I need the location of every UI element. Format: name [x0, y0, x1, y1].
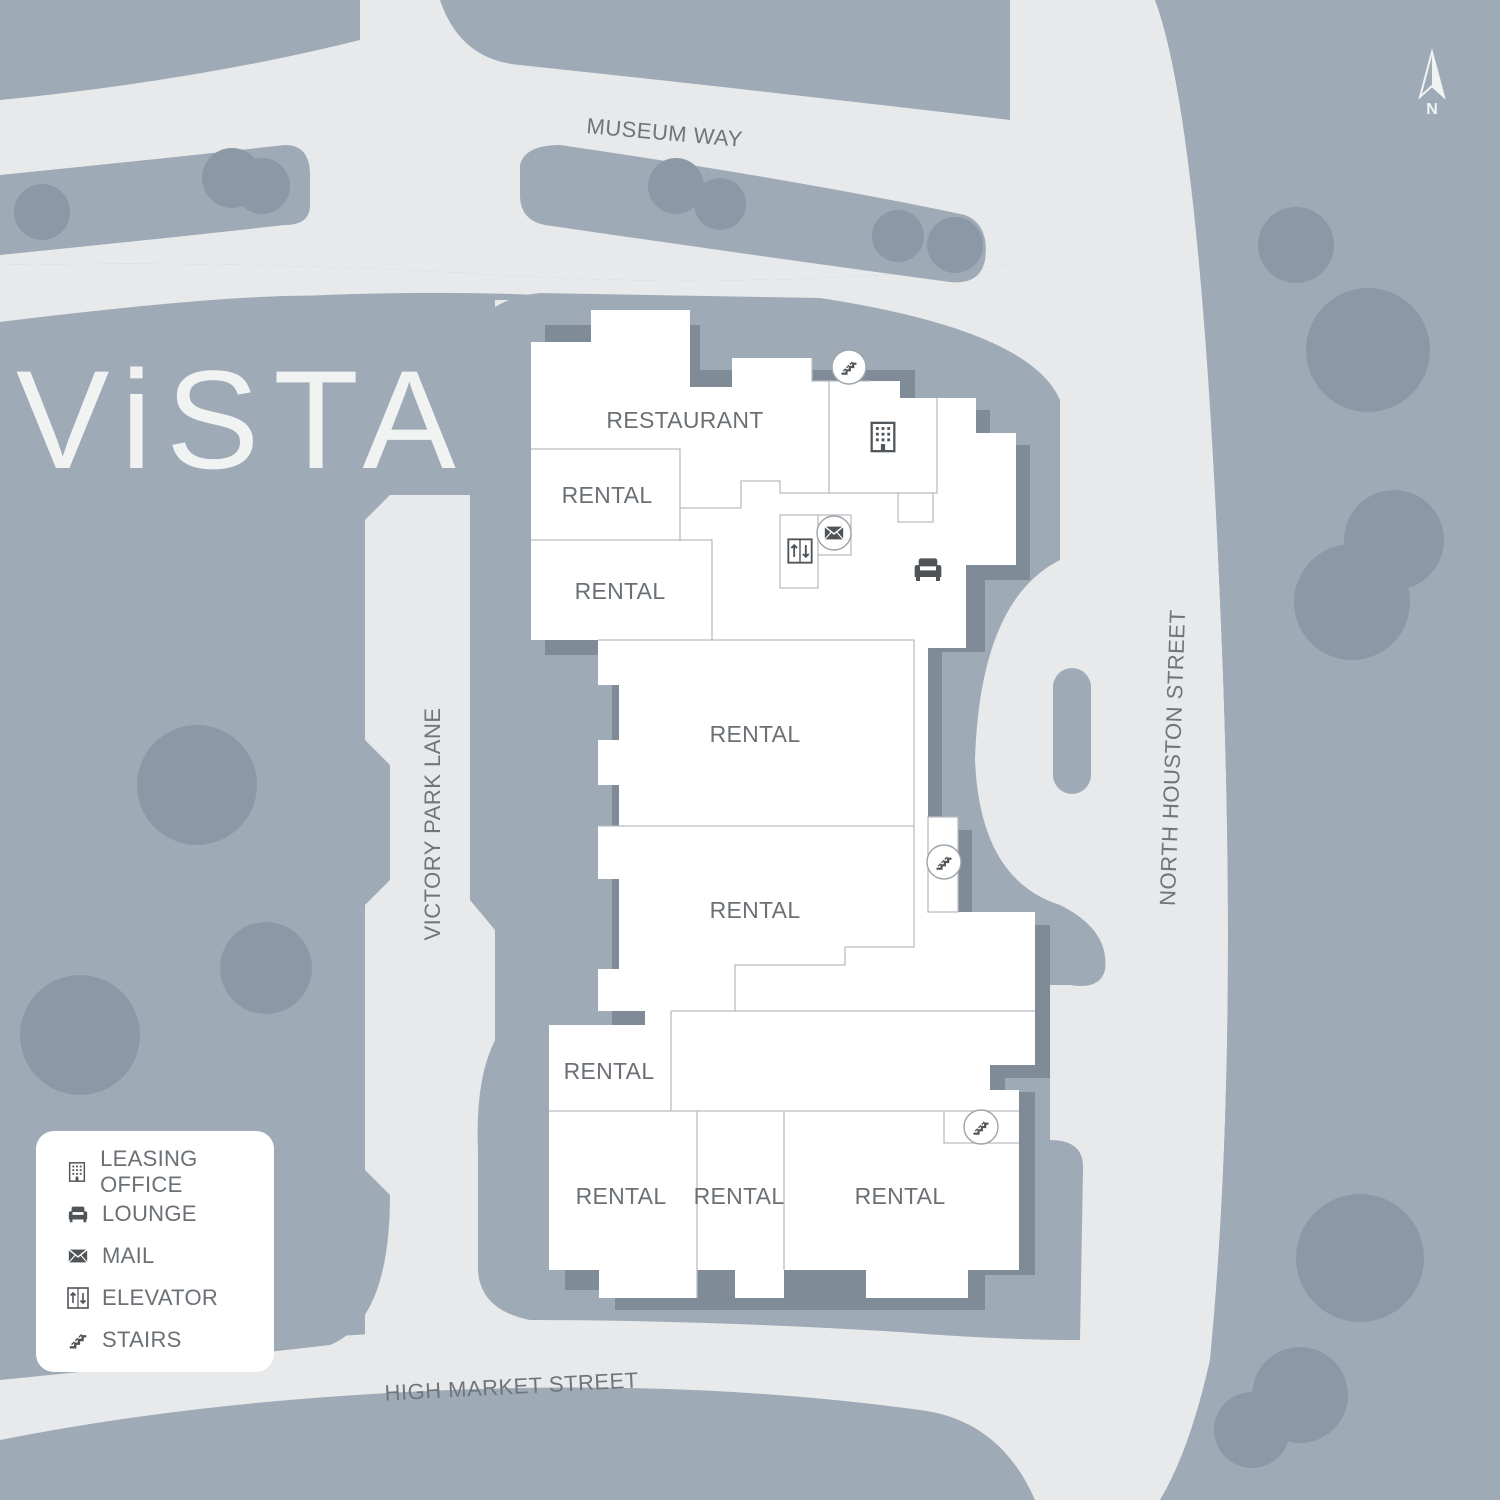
tree	[220, 922, 312, 1014]
lounge-icon	[64, 1202, 92, 1226]
room-label-restaurant: RESTAURANT	[606, 407, 763, 433]
building	[531, 310, 1035, 1298]
legend-label: ELEVATOR	[102, 1285, 219, 1310]
room-label-rental: RENTAL	[564, 1058, 655, 1084]
compass: N	[1418, 48, 1446, 118]
room-label-rental: RENTAL	[710, 721, 801, 747]
legend-item-leasing-office: LEASING OFFICE	[64, 1146, 274, 1197]
mail-icon	[64, 1244, 92, 1268]
tree	[20, 975, 140, 1095]
north-median-east	[520, 145, 986, 283]
legend-item-elevator: ELEVATOR	[64, 1277, 274, 1319]
room-label-rental: RENTAL	[575, 578, 666, 604]
tree	[234, 158, 290, 214]
tree	[137, 725, 257, 845]
tree	[694, 178, 746, 230]
legend-item-stairs: STAIRS	[64, 1319, 274, 1361]
map-mail-icon	[816, 515, 852, 551]
tree	[1214, 1392, 1290, 1468]
legend-label: LEASING OFFICE	[100, 1146, 198, 1197]
tree	[648, 158, 704, 214]
museum-way-south	[0, 263, 1010, 322]
map-stairs-icon-east	[926, 844, 962, 880]
map-stairs-icon-north	[831, 349, 867, 385]
street-label-victory-park-lane: VICTORY PARK LANE	[420, 707, 445, 940]
room-label-rental: RENTAL	[576, 1183, 667, 1209]
partitions	[531, 358, 1035, 1298]
legend-label: MAIL	[102, 1243, 155, 1268]
tree	[1258, 207, 1334, 283]
east-median	[1053, 668, 1091, 794]
room-label-rental: RENTAL	[855, 1183, 946, 1209]
tree	[872, 210, 924, 262]
tree	[14, 184, 70, 240]
tree	[1306, 288, 1430, 412]
tree	[1296, 1194, 1424, 1322]
tree	[927, 217, 983, 273]
stairs-icon	[64, 1328, 92, 1352]
trees	[14, 148, 1444, 1468]
map-stairs-icon-south	[963, 1109, 999, 1145]
legend-label: STAIRS	[102, 1327, 182, 1352]
vista-logo: ViSTA	[16, 341, 470, 498]
room-label-rental: RENTAL	[694, 1183, 785, 1209]
compass-label: N	[1426, 101, 1438, 118]
legend-label: LOUNGE	[102, 1201, 197, 1226]
legend-item-lounge: LOUNGE	[64, 1193, 274, 1235]
map-legend: LEASING OFFICE LOUNGE MAIL ELEVATOR STAI…	[36, 1131, 274, 1372]
elevator-icon	[64, 1286, 92, 1310]
leasing-office-icon	[64, 1160, 90, 1184]
tree	[1294, 544, 1410, 660]
south-park	[0, 1402, 1000, 1500]
room-label-rental: RENTAL	[562, 482, 653, 508]
room-label-rental: RENTAL	[710, 897, 801, 923]
legend-item-mail: MAIL	[64, 1235, 274, 1277]
